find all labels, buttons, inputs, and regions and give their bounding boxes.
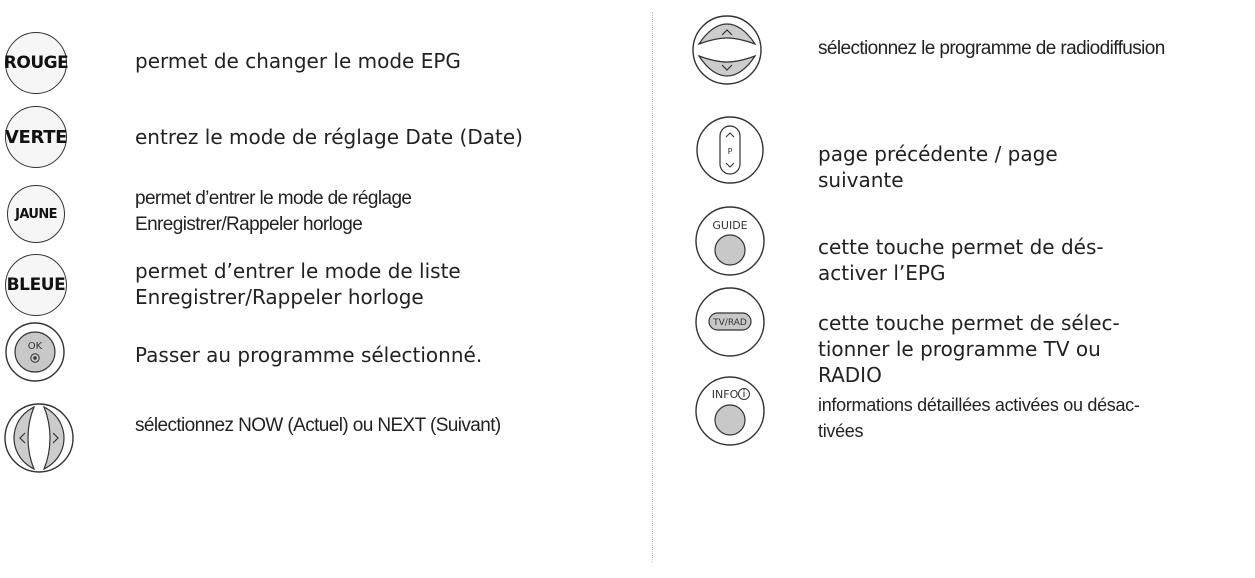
- tv-rad-button[interactable]: TV/RAD: [695, 287, 765, 357]
- red-button-description: permet de changer le mode EPG: [135, 49, 461, 73]
- chevron-up-icon: [721, 29, 733, 36]
- page-button-label: P: [728, 147, 733, 156]
- guide-button-description: cette touche permet de dés- activer l’EP…: [818, 235, 1104, 285]
- ok-button-description: Passer au programme sélectionné.: [135, 343, 483, 367]
- guide-button[interactable]: GUIDE: [695, 206, 765, 276]
- chevron-left-icon: [19, 432, 26, 444]
- up-arrow-key[interactable]: [697, 23, 757, 46]
- info-button[interactable]: INFO: [695, 376, 765, 446]
- red-button-label: ROUGE: [3, 53, 69, 73]
- green-button[interactable]: VERTE: [5, 106, 67, 168]
- page-up-icon: [725, 132, 735, 138]
- ok-button[interactable]: OK: [5, 322, 65, 382]
- right-arrow-key[interactable]: [42, 405, 65, 471]
- yellow-button-description: permet d’entrer le mode de réglage Enreg…: [135, 188, 412, 235]
- tv-rad-button-description: cette touche permet de sélec- tionner le…: [818, 311, 1120, 387]
- blue-button[interactable]: BLEUE: [5, 254, 67, 316]
- column-divider: [652, 12, 653, 562]
- page-button[interactable]: P: [696, 116, 764, 184]
- chevron-down-icon: [721, 64, 733, 71]
- page-button-description: page précédente / page suivante: [818, 142, 1058, 192]
- info-button-description: informations détaillées activées ou désa…: [818, 395, 1140, 441]
- yellow-button[interactable]: JAUNE: [7, 185, 65, 243]
- left-right-button[interactable]: [4, 393, 74, 483]
- info-button-label: INFO: [712, 388, 739, 401]
- up-down-description: sélectionnez le programme de radiodiffus…: [818, 38, 1165, 59]
- yellow-button-label: JAUNE: [15, 206, 57, 222]
- info-circle-icon: [738, 388, 750, 400]
- up-down-button[interactable]: [688, 14, 766, 86]
- blue-button-description: permet d’entrer le mode de liste Enregis…: [135, 259, 461, 309]
- green-button-label: VERTE: [4, 126, 68, 148]
- blue-button-label: BLEUE: [6, 275, 66, 295]
- green-button-description: entrez le mode de réglage Date (Date): [135, 125, 523, 149]
- ok-button-label: OK: [28, 341, 43, 352]
- chevron-right-icon: [52, 432, 59, 444]
- left-right-description: sélectionnez NOW (Actuel) ou NEXT (Suiva…: [135, 415, 501, 436]
- left-arrow-key[interactable]: [13, 405, 36, 471]
- red-button[interactable]: ROUGE: [3, 32, 69, 94]
- tv-rad-button-label: TV/RAD: [712, 318, 747, 328]
- down-arrow-key[interactable]: [697, 54, 757, 77]
- page-down-icon: [725, 162, 735, 168]
- ok-dot-icon: [30, 353, 40, 363]
- guide-button-label: GUIDE: [712, 219, 747, 232]
